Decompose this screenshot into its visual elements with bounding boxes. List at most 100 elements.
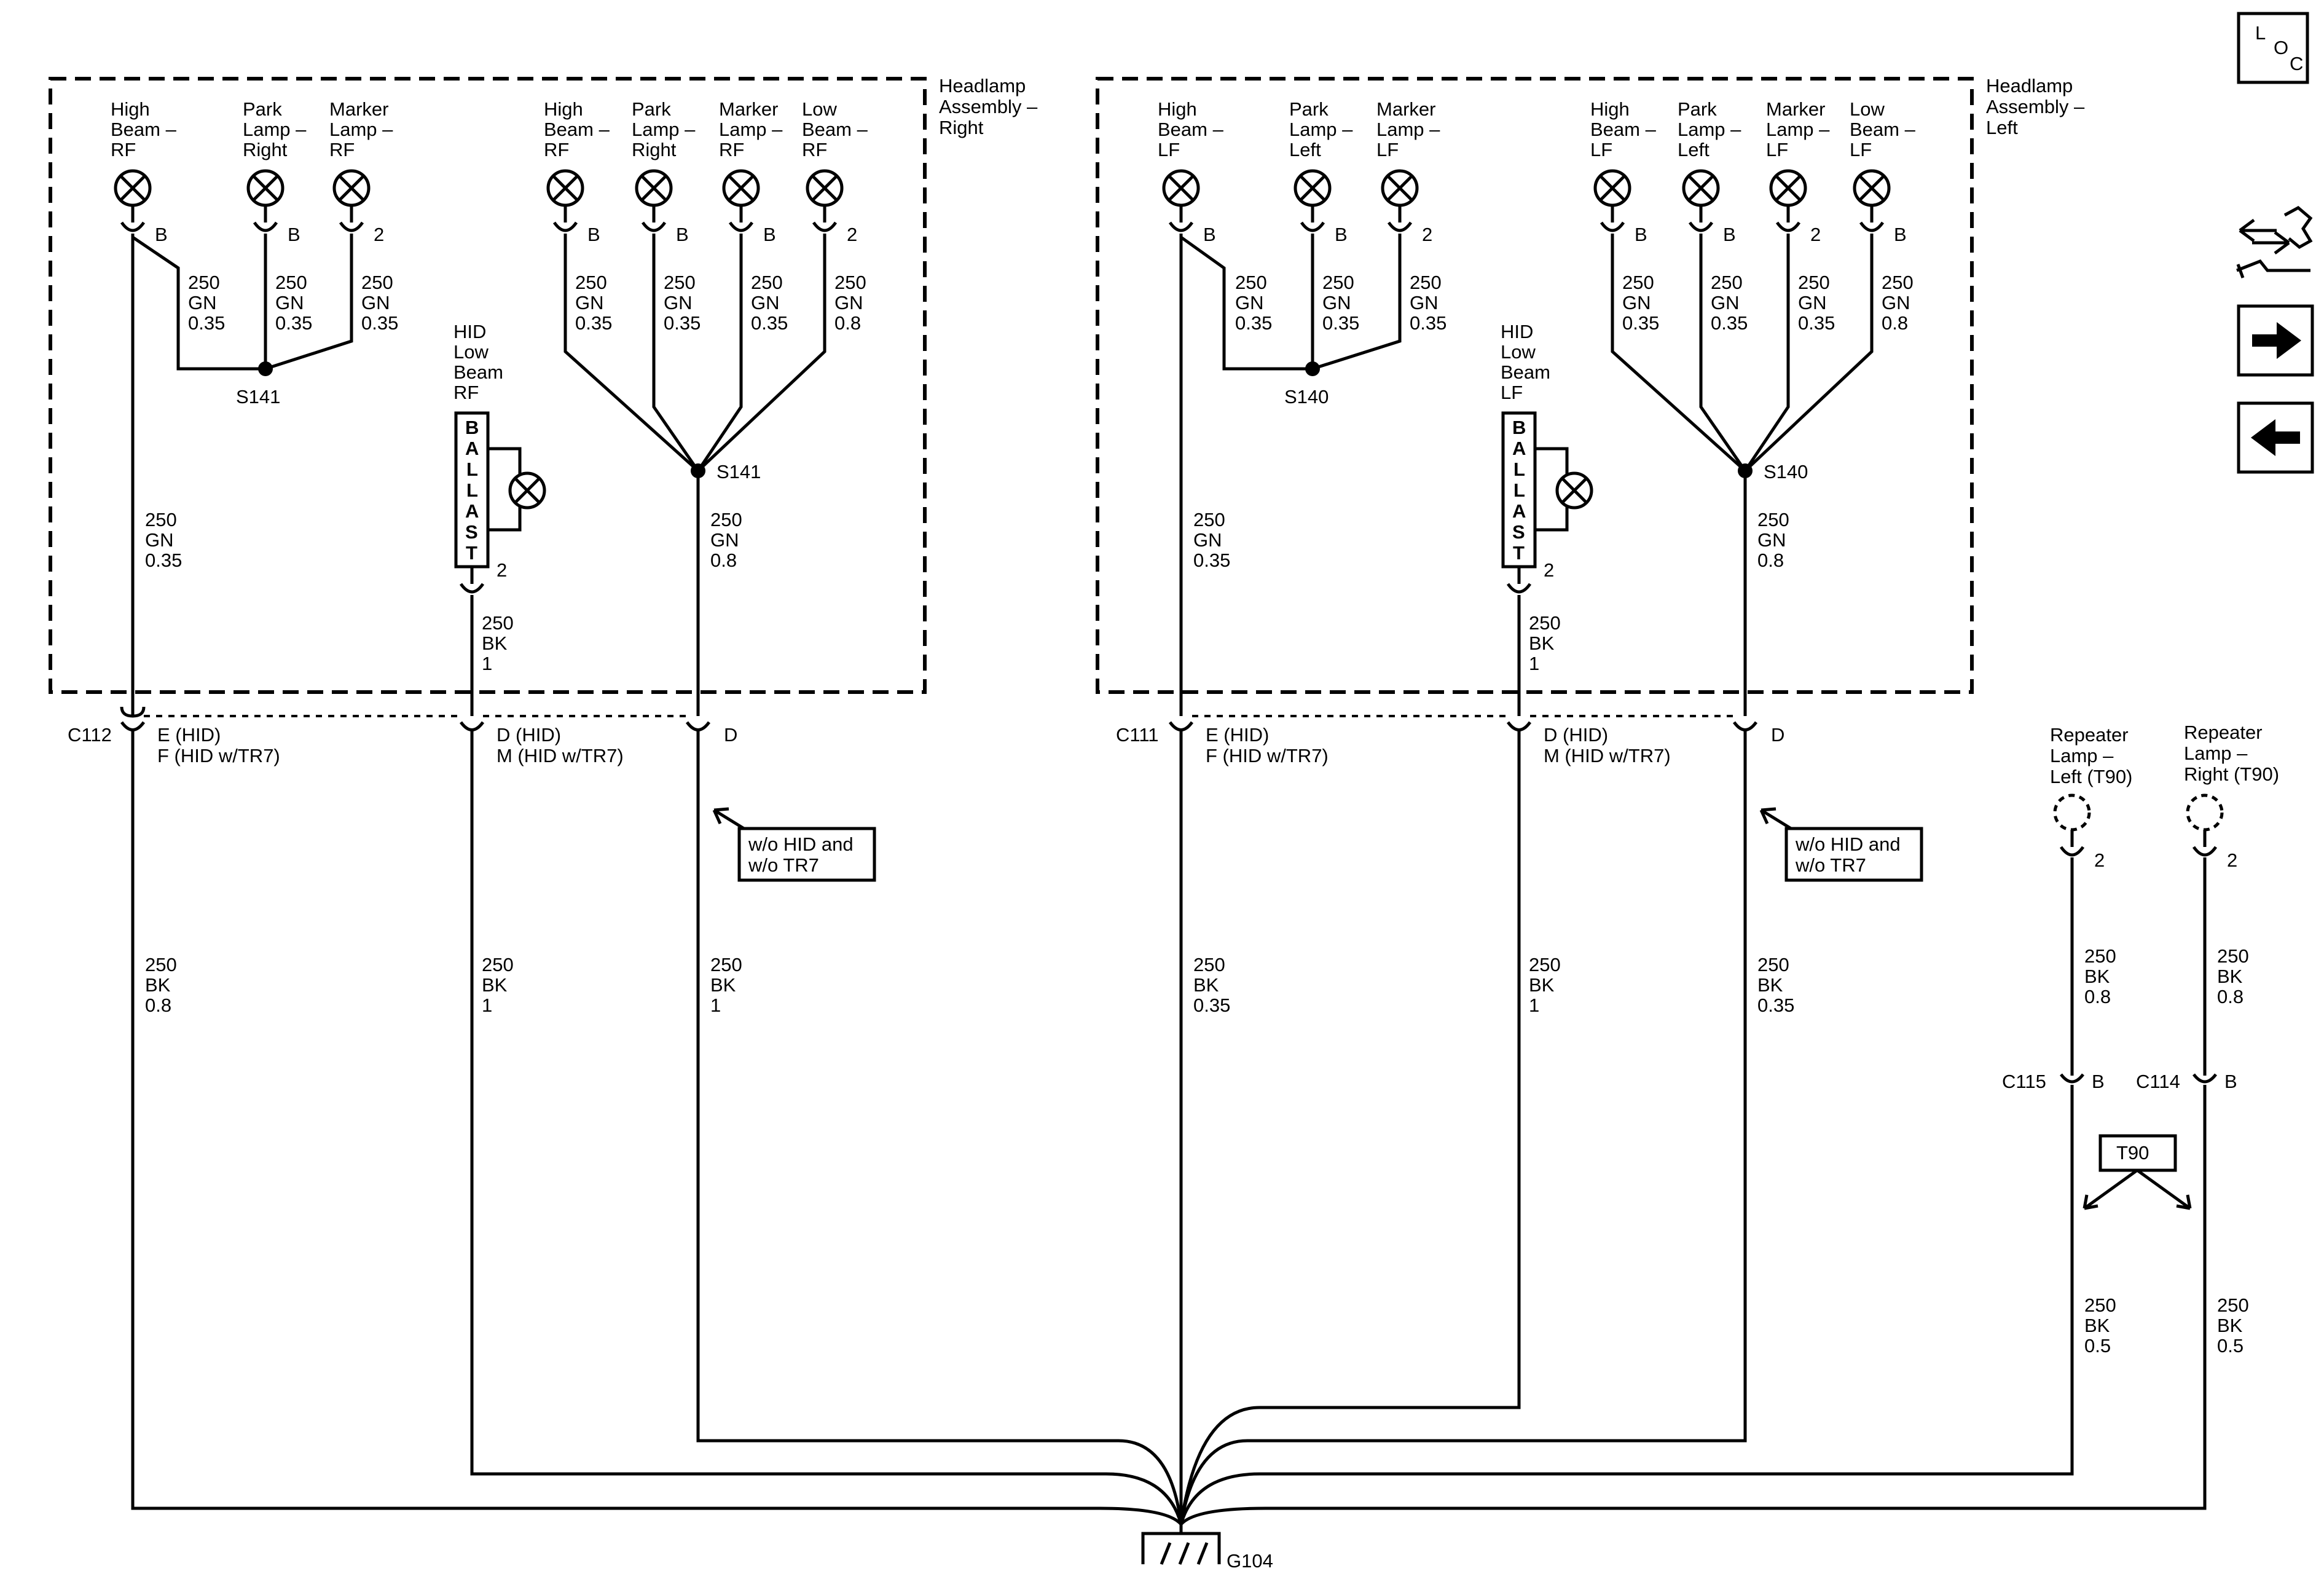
wire-label-low-beam: 250 GN 0.8 <box>834 272 871 334</box>
splice-label: S140 <box>1284 386 1329 408</box>
lamp-label-park-lamp-2: Park Lamp – Left <box>1678 98 1741 160</box>
pin-label: B <box>1635 224 1647 245</box>
wire-high-beam-to-splice <box>1180 235 1313 371</box>
assembly-boundary <box>1096 77 1974 694</box>
wire-label-bottom: 250 BK 0.5 <box>2217 1294 2254 1357</box>
repeater-lamp-symbol <box>2053 793 2091 832</box>
option-t90: T90 <box>2083 1134 2192 1210</box>
pin-label: B <box>2092 1071 2105 1092</box>
ground-wire-label-2: 250 BK 1 <box>482 954 519 1016</box>
wire-label-hid: 250 BK 1 <box>482 612 519 674</box>
wire-high-beam-2 <box>1611 234 1746 472</box>
wire-label-park-1: 250 GN 0.35 <box>188 272 225 334</box>
svg-text:Park Lamp – Right: Park Lamp – Right <box>632 98 701 160</box>
assembly-title: Headlamp Assembly – Right <box>939 75 1043 138</box>
connector-c114: C114 <box>2136 1071 2180 1092</box>
pin-label: B <box>155 224 168 245</box>
lamp-low-beam: 2 <box>806 169 857 245</box>
ground-wire-label-2: 250 BK 1 <box>1529 954 1566 1016</box>
pin-label: B <box>1203 224 1216 245</box>
pin-label: 2 <box>1422 224 1432 245</box>
connector-label: C112 <box>68 724 112 746</box>
wire-label-bottom: 250 BK 0.5 <box>2084 1294 2121 1357</box>
next-page-arrow-icon[interactable] <box>2237 304 2314 377</box>
pin-label: B <box>1335 224 1348 245</box>
loc-letter-c: C <box>2290 53 2303 74</box>
connector-label: C111 <box>1116 724 1159 746</box>
svg-text:Marker Lamp – RF: Marker Lamp – RF <box>719 98 788 160</box>
svg-text:Low Beam – LF: Low Beam – LF <box>1850 98 1920 160</box>
wire-label-park-2: 250 GN 0.35 <box>275 272 312 334</box>
option-label: T90 <box>2116 1142 2149 1164</box>
connector-tool-icon[interactable] <box>2236 205 2313 278</box>
splice-label: S141 <box>716 461 761 482</box>
wire-label-top: 250 BK 0.8 <box>2217 945 2254 1007</box>
lamp-park-lamp: B <box>1294 169 1348 245</box>
hid-ballast: B A L L A S T 2 <box>1501 411 1593 594</box>
svg-text:Marker Lamp – LF: Marker Lamp – LF <box>1376 98 1445 160</box>
wire-park-lamp-2 <box>1699 234 1747 472</box>
pin-label: B <box>1723 224 1736 245</box>
lamp-label-marker-lamp-2: Marker Lamp – RF <box>719 98 788 160</box>
pin-label: 2 <box>374 224 384 245</box>
wire-low-beam <box>697 234 826 472</box>
svg-text:Marker Lamp – LF: Marker Lamp – LF <box>1766 98 1835 160</box>
previous-page-arrow-icon[interactable] <box>2237 401 2314 474</box>
wire-label-trunk: 250 GN 0.35 <box>1193 509 1230 571</box>
wire-label-marker-lamp-2: 250 GN 0.35 <box>751 272 788 334</box>
lamp-label-marker-lamp: Marker Lamp – RF <box>329 98 393 160</box>
pin-label: B <box>2224 1071 2237 1092</box>
wire-high-beam-2 <box>563 234 699 472</box>
lamp-label-park-lamp: Park Lamp – Right <box>243 98 307 160</box>
wire-label-low-beam: 250 GN 0.8 <box>1882 272 1918 334</box>
conn-pin-label-2: D (HID) M (HID w/TR7) <box>1544 724 1671 766</box>
conn-pin-label-2: D (HID) M (HID w/TR7) <box>497 724 624 766</box>
loc-letter-l: L <box>2255 22 2266 44</box>
wire-label-park-lamp-2: 250 GN 0.35 <box>664 272 701 334</box>
wire-label-park-2: 250 GN 0.35 <box>1322 272 1359 334</box>
wire-label-top: 250 BK 0.8 <box>2084 945 2121 1007</box>
wire-label-high-beam-2: 250 GN 0.35 <box>1622 272 1659 334</box>
lamp-high-beam-2: B <box>1593 169 1647 245</box>
lamp-high-beam: B <box>1162 169 1216 245</box>
ground-wire-label-3: 250 BK 1 <box>710 954 747 1016</box>
wire-marker-lamp-2 <box>696 234 743 472</box>
wire-marker-lamp <box>265 234 353 371</box>
ballast-letters: B A L L A S T <box>1512 417 1531 564</box>
lamp-label-high-beam: High Beam – LF <box>1158 98 1228 160</box>
wire-label-marker: 250 GN 0.35 <box>1410 272 1447 334</box>
svg-text:High Beam – LF: High Beam – LF <box>1590 98 1661 160</box>
wire-label-hid: 250 BK 1 <box>1529 612 1566 674</box>
wire-label-park-lamp-2: 250 GN 0.35 <box>1711 272 1748 334</box>
conn-pin-label-3: D <box>724 724 737 746</box>
svg-text:Park Lamp – Left: Park Lamp – Left <box>1289 98 1358 160</box>
lamp-label-park-lamp-2: Park Lamp – Right <box>632 98 701 160</box>
connector-c111: C111 E (HID) F (HID w/TR7) D (HID) M (HI… <box>1116 715 1784 766</box>
repeater-label: Repeater Lamp – Right (T90) <box>2184 722 2279 785</box>
svg-text:High Beam – LF: High Beam – LF <box>1158 98 1228 160</box>
ballast-letters: B A L L A S T <box>465 417 484 564</box>
wire-label-splice-trunk: 250 GN 0.8 <box>1757 509 1794 571</box>
conn-pin-label-1: E (HID) F (HID w/TR7) <box>157 724 280 766</box>
pin-label: B <box>587 224 600 245</box>
loc-letter-o: O <box>2274 37 2288 58</box>
ground-bus <box>131 728 2207 1534</box>
component-locator-icon[interactable]: L O C <box>2237 12 2309 84</box>
svg-text:Low Beam – RF: Low Beam – RF <box>802 98 873 160</box>
pin-label: B <box>763 224 776 245</box>
wire-park-lamp-2 <box>652 234 700 472</box>
option-note: w/o HID and w/o TR7 <box>1784 827 1923 882</box>
pin-label: B <box>1894 224 1907 245</box>
lamp-label-high-beam-2: High Beam – RF <box>544 98 614 160</box>
svg-text:High Beam – RF: High Beam – RF <box>544 98 614 160</box>
wire-label-trunk: 250 GN 0.35 <box>145 509 182 571</box>
repeater-label: Repeater Lamp – Left (T90) <box>2050 724 2134 787</box>
lamp-label-marker-lamp-2: Marker Lamp – LF <box>1766 98 1835 160</box>
ground-wire-label-3: 250 BK 0.35 <box>1757 954 1794 1016</box>
lamp-high-beam-2: B <box>546 169 600 245</box>
pin-label: B <box>676 224 689 245</box>
lamp-high-beam: B <box>114 169 168 245</box>
wire-label-marker-lamp-2: 250 GN 0.35 <box>1798 272 1835 334</box>
lamp-park-lamp-2: B <box>635 169 689 245</box>
